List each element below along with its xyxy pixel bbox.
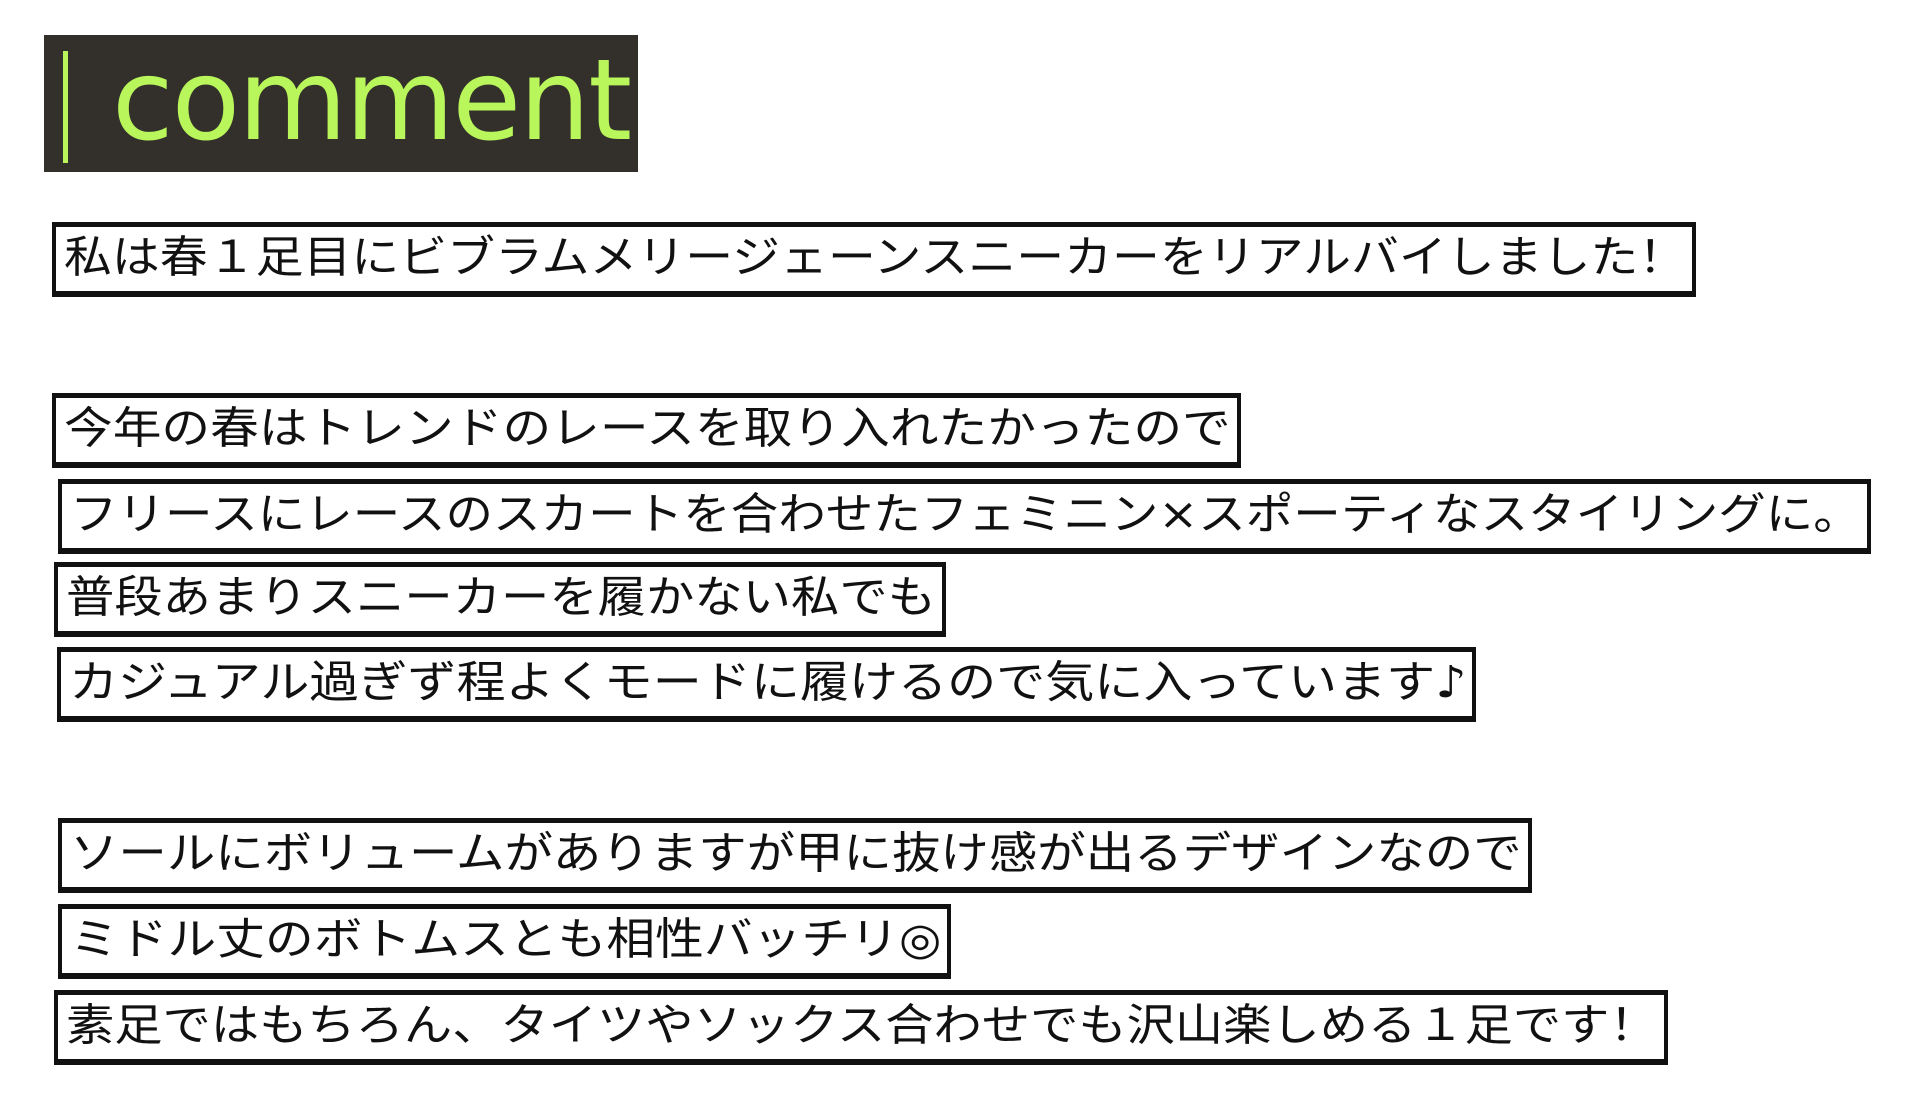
comment-heading: comment (44, 35, 638, 172)
comment-line: ミドル丈のボトムスとも相性バッチリ◎ (58, 904, 951, 979)
comment-line: フリースにレースのスカートを合わせたフェミニン×スポーティなスタイリングに。 (58, 479, 1871, 554)
comment-line: 今年の春はトレンドのレースを取り入れたかったので (52, 393, 1241, 468)
comment-line: 素足ではもちろん、タイツやソックス合わせでも沢山楽しめる１足です！ (54, 990, 1668, 1065)
heading-title: comment (112, 36, 632, 166)
comment-line: ソールにボリュームがありますが甲に抜け感が出るデザインなので (58, 818, 1532, 893)
comment-line: カジュアル過ぎず程よくモードに履けるので気に入っています♪ (57, 647, 1476, 722)
comment-line: 普段あまりスニーカーを履かない私でも (54, 562, 946, 637)
heading-accent-bar (63, 51, 68, 163)
comment-line: 私は春１足目にビブラムメリージェーンスニーカーをリアルバイしました！ (52, 222, 1696, 297)
